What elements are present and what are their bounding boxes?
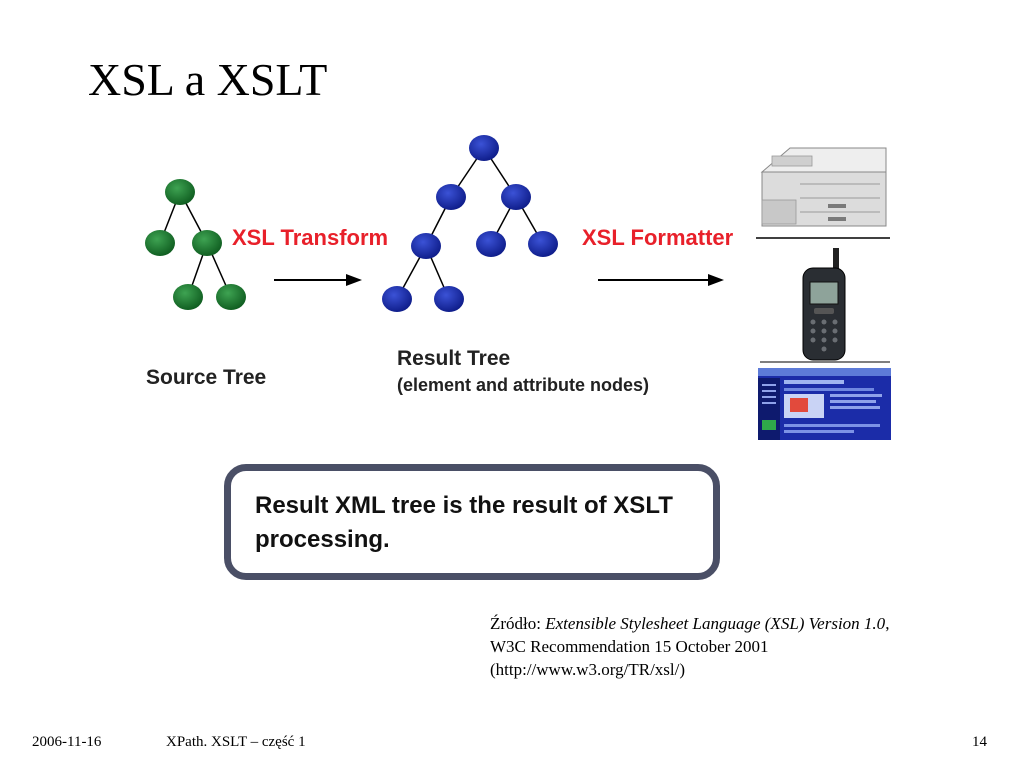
source-citation: Źródło: Extensible Stylesheet Language (… (490, 612, 889, 681)
source-node (173, 284, 203, 310)
slide-title: XSL a XSLT (88, 54, 328, 105)
footer-title: XPath. XSLT – część 1 (166, 734, 306, 750)
result-tree-label: Result Tree (397, 347, 510, 370)
result-node (436, 184, 466, 210)
result-node (434, 286, 464, 312)
formatter-arrow (598, 274, 724, 286)
web-page-icon (758, 368, 891, 440)
result-node (501, 184, 531, 210)
page-number: 14 (972, 734, 987, 750)
xsl-transform-label: XSL Transform (232, 225, 388, 250)
result-node (382, 286, 412, 312)
citation-title: Extensible Stylesheet Language (XSL) Ver… (545, 614, 886, 633)
source-node (192, 230, 222, 256)
citation-prefix: Źródło: (490, 614, 546, 633)
callout-text: Result XML tree is the result of XSLT pr… (255, 492, 673, 553)
result-tree (382, 135, 558, 312)
source-node (165, 179, 195, 205)
source-tree-label: Source Tree (146, 366, 266, 389)
xsl-formatter-label: XSL Formatter (582, 225, 734, 250)
citation-line-3: (http://www.w3.org/TR/xsl/) (490, 660, 686, 679)
source-node (145, 230, 175, 256)
citation-line-2: W3C Recommendation 15 October 2001 (490, 637, 769, 656)
result-node (528, 231, 558, 257)
callout-box: Result XML tree is the result of XSLT pr… (224, 464, 720, 580)
transform-arrow (274, 274, 362, 286)
result-node (411, 233, 441, 259)
citation-line-1: Źródło: Extensible Stylesheet Language (… (490, 614, 890, 633)
source-node (216, 284, 246, 310)
mobile-phone-icon (802, 248, 846, 361)
footer-date: 2006-11-16 (32, 734, 102, 750)
printer-icon (760, 147, 887, 227)
source-tree (145, 179, 246, 310)
result-node (476, 231, 506, 257)
result-node (469, 135, 499, 161)
result-tree-sublabel: (element and attribute nodes) (397, 375, 649, 395)
